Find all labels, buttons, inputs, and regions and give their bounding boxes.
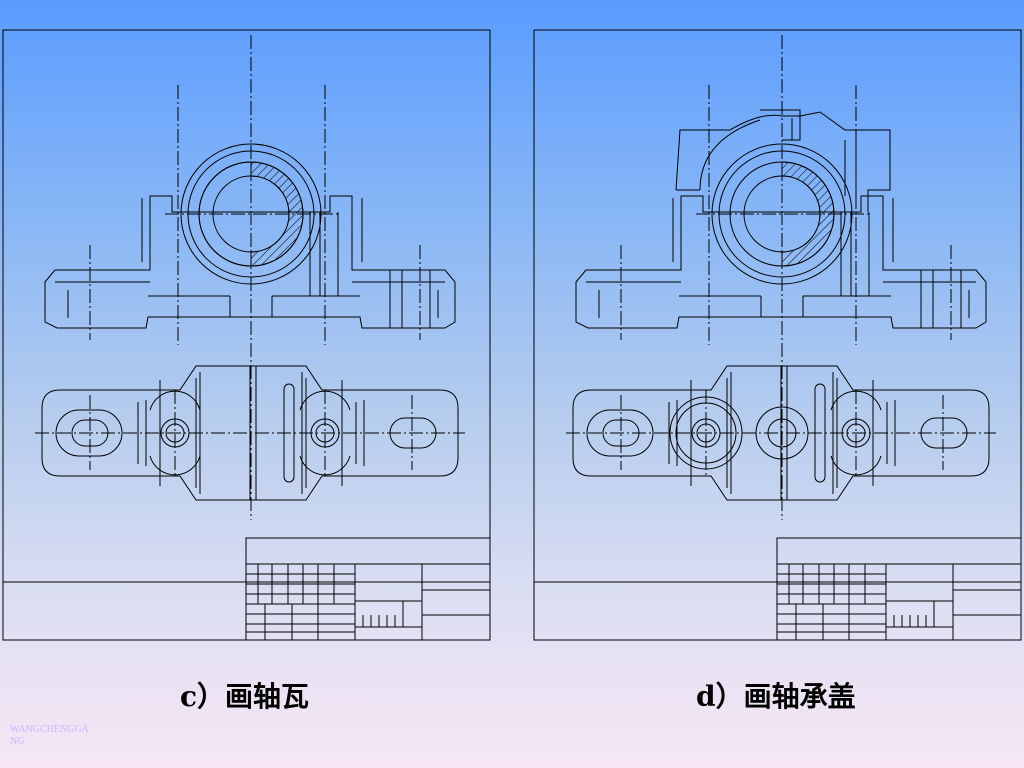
caption-d: d）画轴承盖 (696, 680, 856, 713)
title-block (2, 537, 491, 641)
bearing-shell-hatch (250, 161, 304, 267)
top-view-d (572, 365, 990, 501)
drawing-sheet-c (2, 29, 491, 641)
bearing-cap-outline (675, 111, 891, 212)
bearing-shell-hatch (781, 161, 835, 267)
bearing-outer-circle (180, 143, 322, 285)
title-block (533, 537, 1022, 641)
watermark: WANGCHENGGANG (10, 724, 89, 747)
drawing-sheet-d (533, 29, 1022, 641)
caption-c: c）画轴瓦 (180, 680, 310, 713)
front-view-d (575, 109, 987, 329)
top-view-c (41, 365, 459, 501)
front-view-c (44, 143, 456, 329)
